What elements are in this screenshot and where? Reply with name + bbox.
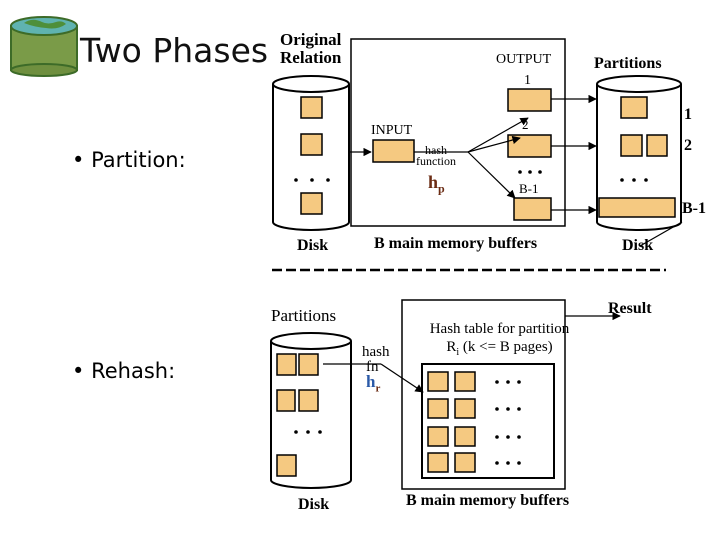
original-relation-label: Original Relation	[280, 30, 342, 67]
result-label: Result	[608, 300, 652, 317]
hash-bucket	[427, 452, 449, 473]
ellipsis-dots	[620, 178, 648, 182]
rehash-memory-label: B main memory buffers	[406, 492, 570, 509]
rehash-partition-page	[298, 353, 319, 376]
rehash-partition-page	[276, 389, 296, 412]
partition-page-b1	[598, 197, 676, 218]
bullet-label: Partition:	[91, 148, 186, 172]
partition-page-1	[620, 96, 648, 119]
slide-title: Two Phases	[80, 31, 269, 70]
partition-index-2: 2	[684, 137, 692, 154]
hash-bucket	[427, 371, 449, 392]
hr-label: hr	[366, 372, 381, 395]
output-buffer-b1	[513, 197, 552, 221]
partition-page-2	[620, 134, 643, 157]
hash-fn-label: hash fn	[362, 344, 390, 375]
input-label: INPUT	[371, 123, 413, 138]
hash-bucket	[427, 398, 449, 419]
hash-function-label: hash function	[416, 143, 456, 168]
bullet-icon: •	[72, 359, 85, 383]
ellipsis-dots	[294, 178, 330, 182]
rehash-partition-page	[298, 389, 319, 412]
original-relation-disk	[272, 75, 350, 231]
relation-page	[300, 133, 323, 156]
partition-index-1: 1	[684, 106, 692, 123]
output-index-b1: B-1	[519, 181, 539, 196]
disk-label-left: Disk	[297, 237, 329, 254]
rehash-partition-page	[276, 454, 297, 477]
hash-bucket	[427, 426, 449, 447]
bullet-partition: • Partition:	[72, 148, 186, 172]
hash-bucket	[454, 452, 476, 473]
rehash-disk-label: Disk	[298, 496, 330, 513]
hash-bucket	[454, 371, 476, 392]
rehash-partition-page	[276, 353, 297, 376]
partition-memory-box	[350, 38, 566, 227]
bullet-rehash: • Rehash:	[72, 359, 175, 383]
ellipsis-dots	[294, 430, 322, 434]
ellipsis-dots	[495, 380, 521, 465]
disk-label-right: Disk	[622, 237, 654, 254]
hash-table-label: Hash table for partition Ri (k <= B page…	[429, 321, 570, 358]
hp-label: hp	[428, 172, 445, 196]
bullet-icon: •	[72, 148, 85, 172]
hash-bucket	[454, 426, 476, 447]
partition-memory-label: B main memory buffers	[374, 235, 538, 252]
rehash-partitions-label: Partitions	[271, 306, 337, 325]
partition-page-2	[646, 134, 668, 157]
output-index-1: 1	[524, 73, 531, 88]
relation-page	[300, 96, 323, 119]
relation-page	[300, 192, 323, 215]
bullet-label: Rehash:	[91, 359, 176, 383]
hash-bucket	[454, 398, 476, 419]
logo-icon	[10, 16, 78, 77]
partitions-disk	[596, 75, 682, 231]
rehash-partitions-disk	[270, 332, 352, 489]
ellipsis-dots	[518, 170, 542, 174]
output-index-2: 2	[522, 117, 529, 132]
partition-index-b1: B-1	[682, 200, 706, 217]
arrow-icon	[639, 221, 683, 247]
output-label: OUTPUT	[496, 52, 552, 67]
hash-table-box	[421, 363, 555, 479]
output-buffer-2	[507, 134, 552, 158]
rehash-memory-box	[401, 299, 566, 490]
output-buffer-1	[507, 88, 552, 112]
input-buffer	[372, 139, 415, 163]
flow-arrows	[349, 94, 597, 215]
partitions-label: Partitions	[594, 55, 662, 72]
